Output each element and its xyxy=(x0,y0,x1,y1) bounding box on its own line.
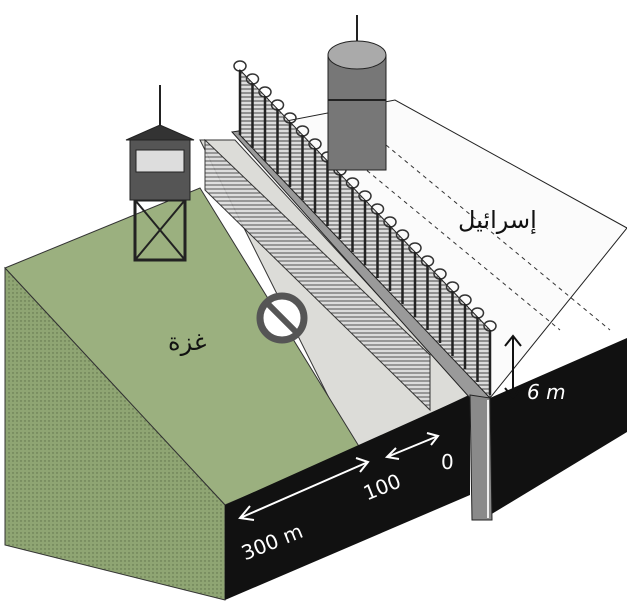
no-entry-sign-icon xyxy=(256,292,308,344)
patrol-path xyxy=(379,139,611,331)
gaza-label: غزة xyxy=(168,328,207,356)
height-arrow xyxy=(504,334,522,400)
underground-barrier xyxy=(469,394,493,521)
observation-tower xyxy=(327,15,387,171)
inner-fence xyxy=(204,138,431,412)
israel-label: إسرائيل xyxy=(458,206,537,234)
israel-earth-face xyxy=(490,338,627,515)
gaza-earth-face xyxy=(225,395,470,600)
height-label: 6 m xyxy=(527,380,566,404)
distance-arrows xyxy=(238,432,440,521)
distance-0-label: 0 xyxy=(441,450,454,474)
watchtower xyxy=(125,85,195,262)
